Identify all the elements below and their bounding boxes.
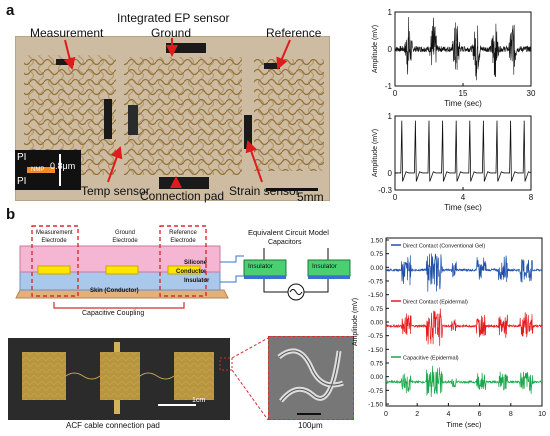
connection-pad-label: Connection pad — [140, 189, 225, 203]
y-tick-label: -0.75 — [368, 333, 383, 340]
y-tick-label: -1.50 — [368, 347, 383, 354]
electrode-measurement — [37, 265, 71, 275]
photo-scale-label: 1cm — [192, 397, 206, 404]
measurement-label: Measurement — [30, 26, 104, 40]
capacitive-coupling-diagram — [15, 225, 229, 309]
y-tick-label: 0 — [388, 169, 393, 178]
insulator-right-label: Insulator — [312, 263, 337, 270]
legend-label: Direct Contact (Epidermal) — [403, 300, 468, 306]
micrograph-scale-label: 100μm — [298, 421, 323, 430]
series-line-1 — [385, 308, 543, 346]
x-tick-label: 30 — [527, 89, 536, 98]
x-axis-label: Time (sec) — [444, 99, 482, 108]
ground-electrode-label: Ground Electrode — [112, 230, 138, 244]
panel-b-letter: b — [6, 206, 16, 223]
x-tick-label: 8 — [509, 411, 513, 418]
series-line-2 — [385, 365, 543, 398]
x-axis-label: Time (sec) — [446, 420, 482, 429]
y-tick-label: 0.75 — [370, 251, 383, 258]
y-tick-label: 0.00 — [370, 320, 383, 327]
scale-bar-label-5mm: 5mm — [297, 190, 324, 204]
y-tick-label: 1 — [388, 8, 393, 17]
insulator-left-label: Insulator — [248, 263, 273, 270]
silicone-label: Silicone — [184, 260, 208, 266]
series-line-raw-ecg — [394, 16, 532, 81]
y-axis-label: Amplitude (mV) — [352, 298, 359, 346]
x-tick-label: 4 — [461, 193, 466, 202]
reference-label: Reference — [266, 26, 322, 40]
series-line-0 — [385, 253, 543, 292]
y-tick-label: 0 — [388, 45, 393, 54]
inset-pi-bottom: PI — [17, 176, 27, 187]
electrode-ground — [105, 265, 139, 275]
x-tick-label: 8 — [529, 193, 534, 202]
x-tick-label: 2 — [415, 411, 419, 418]
x-tick-label: 0 — [393, 193, 398, 202]
legend-label: Direct Contact (Conventional Gel) — [403, 244, 485, 250]
x-tick-label: 0 — [384, 411, 388, 418]
y-tick-label: -0.75 — [368, 279, 383, 286]
x-tick-label: 6 — [478, 411, 482, 418]
x-tick-label: 10 — [538, 411, 546, 418]
capacitive-coupling-label: Capacitive Coupling — [82, 310, 145, 317]
series-line-filtered-ecg — [395, 120, 532, 182]
x-tick-label: 15 — [459, 89, 468, 98]
y-axis-label: Amplitude (mV) — [372, 129, 379, 177]
reference-electrode-label: Reference Electrode — [169, 230, 197, 244]
y-tick-label: -1.50 — [368, 402, 383, 409]
y-tick-label: 1 — [388, 112, 393, 121]
y-tick-label: 0.75 — [370, 306, 383, 313]
integrated-ep-sensor-label: Integrated EP sensor — [117, 11, 230, 25]
circuit-title: Equivalent Circuit Model — [248, 228, 329, 237]
electrode-reference — [167, 265, 201, 275]
micrograph — [268, 336, 354, 420]
ground-label: Ground — [151, 26, 192, 40]
insulator-label: Insulator — [184, 278, 210, 284]
equivalent-circuit — [243, 248, 351, 301]
device-photo-drawing — [22, 342, 214, 414]
y-axis-label: Amplitude (mV) — [372, 25, 379, 73]
temp-sensor-label: Temp sensor — [81, 184, 150, 198]
y-tick-label: -0.3 — [378, 186, 392, 195]
conductor-label: Conductor — [176, 269, 207, 275]
x-tick-label: 4 — [446, 411, 450, 418]
sensor-photo — [15, 36, 330, 201]
panel-a-letter: a — [6, 2, 15, 19]
y-tick-label: -1.50 — [368, 292, 383, 299]
strain-sensor-label: Strain sensor — [229, 184, 300, 198]
legend-label: Capacitive (Epidermal) — [403, 356, 459, 362]
inset-pi-top: PI — [17, 152, 27, 163]
inset-thickness-label: 0.8μm — [50, 161, 76, 171]
sensor-photo-drawing — [24, 43, 324, 191]
chart-b-emg-comparison: 1.50 0.75 0.00 -0.75 -1.50 0.75 0.00 -0.75 -1.50… — [352, 237, 546, 429]
x-axis-label: Time (sec) — [444, 203, 482, 212]
y-tick-label: 1.50 — [370, 238, 383, 245]
y-tick-label: -0.75 — [368, 388, 383, 395]
acf-caption: ACF cable connection pad — [66, 421, 160, 430]
device-photo — [8, 338, 230, 420]
x-tick-label: 0 — [393, 89, 398, 98]
capacitors-label: Capacitors — [268, 239, 302, 246]
measurement-electrode-label: Measurement Electrode — [36, 230, 73, 244]
micrograph-drawing — [277, 348, 344, 415]
y-tick-label: -1 — [385, 82, 393, 91]
skin-label: Skin (Conductor) — [90, 288, 139, 294]
y-tick-label: 0.00 — [370, 265, 383, 272]
nmp-layer — [27, 167, 55, 173]
inset-nmp: NMP — [31, 167, 45, 173]
y-tick-label: 0.75 — [370, 361, 383, 368]
y-tick-label: 0.00 — [370, 374, 383, 381]
layer-stack-inset: PI NMP PI — [15, 150, 81, 190]
thickness-arrow — [59, 154, 61, 186]
